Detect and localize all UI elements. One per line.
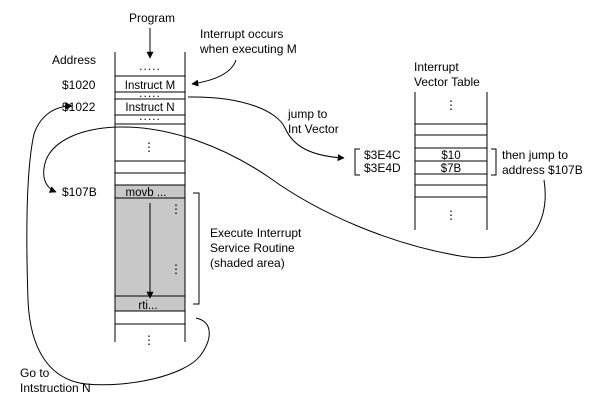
address-label: Address — [52, 53, 96, 67]
vector-table-title-line2: Vector Table — [414, 75, 480, 89]
jump-note-line1: jump to — [287, 107, 328, 121]
program-dots-top: ..... — [139, 59, 161, 73]
vector-address-3e4d: $3E4D — [364, 161, 401, 175]
vector-table-vdots-bottom: ⋮ — [445, 208, 457, 222]
program-row-lines — [115, 75, 185, 325]
then-jump-note-line1: then jump to — [502, 148, 568, 162]
jump-to-isr-arrow — [43, 126, 546, 259]
address-1020: $1020 — [62, 78, 96, 92]
cell-rti: rti... — [138, 300, 157, 312]
address-1022: $1022 — [62, 100, 96, 114]
interrupt-note-line2: when executing M — [199, 42, 297, 56]
vector-left-bracket — [354, 148, 360, 176]
vector-right-bracket — [491, 148, 497, 176]
program-dots-after-m: ..... — [139, 86, 161, 100]
vector-value-10: $10 — [441, 150, 460, 162]
vector-table-title-line1: Interrupt — [414, 60, 459, 74]
isr-note-line3: (shaded area) — [210, 256, 285, 270]
cell-instruct-n: Instruct N — [125, 102, 174, 114]
isr-note-line2: Service Routine — [210, 241, 295, 255]
program-vdots-mid: ⋮ — [143, 140, 155, 154]
isr-bracket — [193, 192, 200, 305]
isr-vdots-lower: ⋮ — [170, 262, 182, 276]
cell-instruct-m: Instruct M — [125, 80, 175, 92]
program-vdots-bottom: ⋮ — [143, 333, 155, 347]
then-jump-note-line2: address $107B — [502, 163, 583, 177]
vector-table-vdots-top: ⋮ — [445, 98, 457, 112]
return-arrow — [26, 102, 210, 386]
isr-vdots-upper: ⋮ — [170, 202, 182, 216]
program-dots-after-n: ..... — [139, 109, 161, 123]
isr-note-line1: Execute Interrupt — [210, 226, 302, 240]
address-107b: $107B — [62, 185, 97, 199]
program-label: Program — [129, 11, 175, 25]
jump-note-line2: Int Vector — [288, 122, 339, 136]
goto-note-line2: Intstruction N — [20, 381, 91, 395]
interrupt-note-line1: Interrupt occurs — [200, 27, 283, 41]
interrupt-arrow — [191, 59, 237, 87]
goto-note-line1: Go to — [20, 366, 50, 380]
vector-value-7b: $7B — [441, 163, 462, 175]
jump-to-vector-arrow — [187, 96, 345, 162]
vector-table-row-lines — [415, 123, 487, 198]
cell-movb: movb ... — [126, 187, 167, 199]
vector-address-3e4c: $3E4C — [364, 148, 401, 162]
